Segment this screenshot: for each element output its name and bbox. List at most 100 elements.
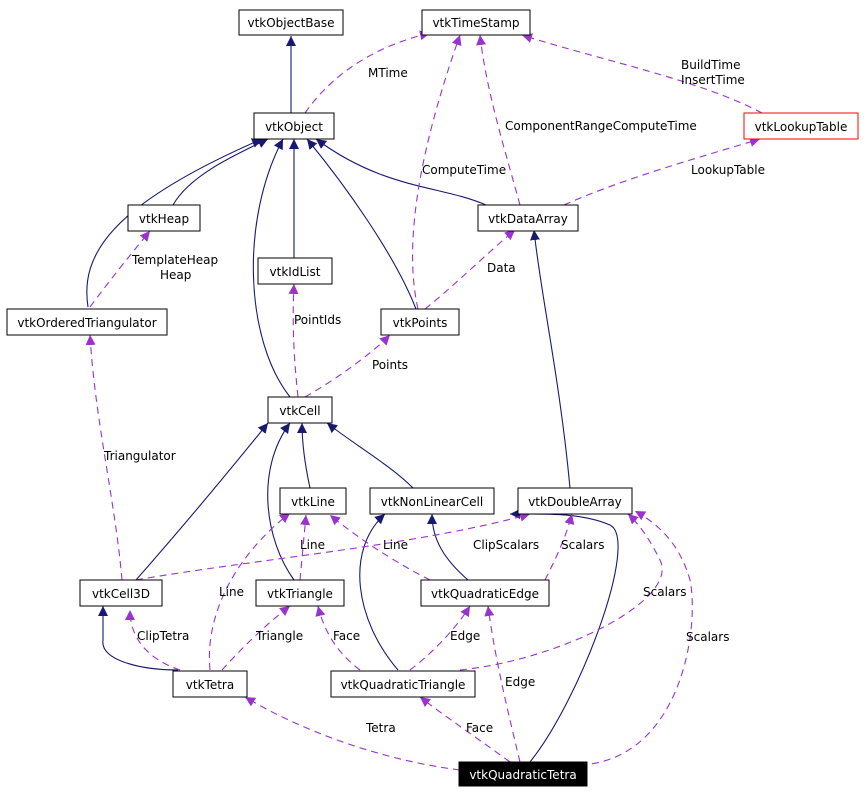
label-scalars-quadtriangle: Scalars: [643, 585, 686, 599]
node-label: vtkOrderedTriangulator: [17, 316, 156, 330]
edge-timestamp-mtime: [304, 30, 431, 114]
label-edge-quadtriangle: Edge: [450, 629, 480, 643]
node-vtkLookupTable[interactable]: vtkLookupTable: [743, 112, 859, 140]
edge-timestamp-dataarray: [476, 34, 521, 206]
node-label: vtkCell: [279, 404, 320, 418]
node-label: vtkLine: [291, 495, 335, 509]
edge-lookuptable-dataarray: [563, 137, 761, 206]
edge-line-to-cell: [297, 422, 311, 489]
edge-quadedge-to-nonlinearcell: [427, 513, 469, 581]
node-label: vtkNonLinearCell: [381, 495, 483, 509]
nodes: vtkObjectBase vtkTimeStamp vtkObject vtk…: [6, 9, 859, 787]
edge-doublearray-to-dataarray: [530, 229, 571, 489]
edge-points-to-object: [306, 138, 417, 310]
inheritance-edges: [86, 36, 619, 763]
label-inserttime: InsertTime: [681, 73, 745, 87]
node-vtkCell3D[interactable]: vtkCell3D: [79, 579, 163, 607]
edge-cell3d-to-cell: [135, 422, 269, 581]
edge-doublearray-quadedge: [544, 513, 575, 581]
edge-cell3d-tetra: [125, 609, 181, 671]
edge-dataarray-points: [424, 229, 516, 310]
node-vtkDoubleArray[interactable]: vtkDoubleArray: [517, 487, 633, 515]
edge-quadtriangle-quadtetra: [419, 696, 511, 763]
label-cliptetra: ClipTetra: [137, 629, 189, 643]
node-vtkNonLinearCell[interactable]: vtkNonLinearCell: [369, 487, 495, 515]
label-tetra: Tetra: [365, 721, 396, 735]
edge-tetra-to-cell3d: [98, 606, 179, 671]
node-vtkDataArray[interactable]: vtkDataArray: [477, 204, 579, 232]
node-label: vtkTimeStamp: [432, 16, 519, 30]
node-label: vtkQuadraticTriangle: [341, 678, 466, 692]
label-line-triangle: Line: [300, 538, 325, 552]
edge-line-triangle: [299, 514, 311, 581]
edge-heap-orderedtriangulator: [89, 230, 151, 308]
node-label: vtkObject: [265, 120, 323, 134]
edge-orderedtriangulator-cell3d: [85, 334, 123, 581]
edge-dataarray-to-object: [315, 138, 487, 206]
label-data: Data: [487, 261, 516, 275]
node-vtkOrderedTriangulator[interactable]: vtkOrderedTriangulator: [6, 308, 168, 336]
label-face-quadtetra: Face: [466, 721, 493, 735]
label-points: Points: [372, 358, 408, 372]
edge-timestamp-points: [412, 34, 462, 310]
label-face-quadtriangle: Face: [333, 629, 360, 643]
node-label: vtkTriangle: [267, 587, 333, 601]
node-label: vtkHeap: [139, 212, 189, 226]
node-label: vtkQuadraticTetra: [469, 768, 576, 782]
node-vtkQuadraticTetra[interactable]: vtkQuadraticTetra: [458, 761, 588, 787]
node-vtkTriangle[interactable]: vtkTriangle: [255, 579, 345, 607]
node-vtkTetra[interactable]: vtkTetra: [172, 670, 248, 698]
label-clipscalars: ClipScalars: [473, 538, 539, 552]
label-lookuptable: LookupTable: [691, 163, 765, 177]
edge-quadtriangle-to-nonlinearcell: [359, 513, 399, 671]
node-label: vtkTetra: [186, 678, 234, 692]
node-vtkLine[interactable]: vtkLine: [279, 487, 347, 515]
node-vtkIdList[interactable]: vtkIdList: [257, 257, 333, 285]
edge-idlist-cell: [288, 283, 299, 398]
node-label: vtkIdList: [270, 265, 321, 279]
node-vtkObjectBase[interactable]: vtkObjectBase: [238, 9, 344, 36]
edge-line-tetra: [208, 512, 291, 671]
node-label: vtkObjectBase: [247, 16, 334, 30]
label-triangle: Triangle: [255, 629, 303, 643]
node-vtkQuadraticTriangle[interactable]: vtkQuadraticTriangle: [330, 670, 476, 698]
edge-doublearray-quadtriangle: [459, 513, 663, 671]
label-pointids: PointIds: [294, 313, 341, 327]
node-label: vtkLookupTable: [755, 120, 848, 134]
label-scalars-quadedge: Scalars: [561, 538, 604, 552]
node-label: vtkDataArray: [488, 212, 568, 226]
label-mtime: MTime: [368, 66, 408, 80]
node-vtkPoints[interactable]: vtkPoints: [380, 308, 460, 336]
node-label: vtkQuadraticEdge: [431, 587, 539, 601]
label-templateheap: TemplateHeap: [131, 253, 218, 267]
node-vtkTimeStamp[interactable]: vtkTimeStamp: [421, 9, 531, 36]
node-vtkQuadraticEdge[interactable]: vtkQuadraticEdge: [420, 579, 550, 607]
label-componentrange: ComponentRangeComputeTime: [505, 119, 697, 133]
label-heap: Heap: [160, 268, 191, 282]
edge-tetra-quadtetra: [244, 696, 461, 771]
label-computetime: ComputeTime: [422, 163, 506, 177]
edge-labels: MTime BuildTime InsertTime ComponentRang…: [103, 58, 765, 735]
edge-triangle-quadtriangle: [315, 605, 361, 671]
label-line-quadedge: Line: [383, 538, 408, 552]
node-label: vtkDoubleArray: [528, 495, 622, 509]
label-triangulator: Triangulator: [103, 449, 176, 463]
edge-doublearray-cell3d: [135, 511, 531, 581]
node-vtkObject[interactable]: vtkObject: [253, 112, 335, 140]
edge-quadedge-quadtetra: [484, 605, 521, 763]
usage-edges: [85, 30, 763, 771]
edge-nonlinearcell-to-cell: [326, 422, 414, 489]
node-label: vtkCell3D: [92, 587, 150, 601]
label-buildtime: BuildTime: [681, 58, 741, 72]
edge-quadedge-quadtriangle: [409, 605, 471, 671]
edge-heap-to-object: [172, 138, 269, 206]
edge-doublearray-quadtetra: [579, 510, 693, 766]
edge-triangle-to-cell: [267, 422, 295, 581]
edge-line-quadedge: [329, 514, 431, 581]
node-vtkCell[interactable]: vtkCell: [267, 396, 333, 424]
label-scalars-quadtetra: Scalars: [686, 630, 729, 644]
node-vtkHeap[interactable]: vtkHeap: [127, 204, 201, 232]
edge-orderedtriangulator-to-object: [86, 138, 263, 308]
edge-cell-to-object: [252, 138, 291, 398]
node-label: vtkPoints: [393, 316, 448, 330]
